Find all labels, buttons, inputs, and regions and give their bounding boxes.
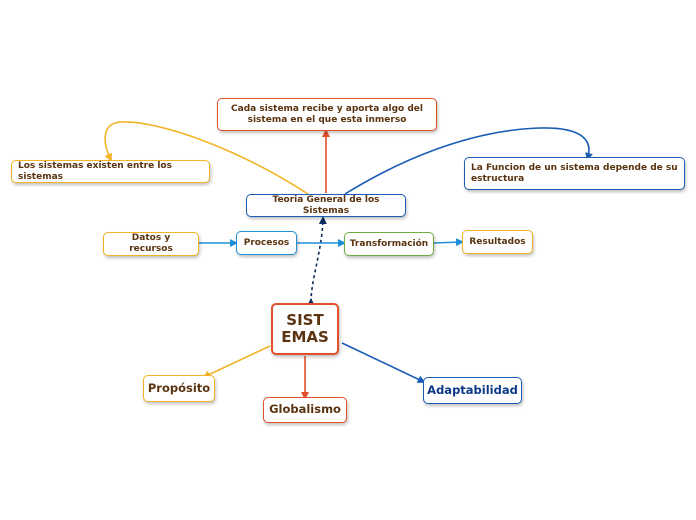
link-teoria-existen (104, 121, 309, 195)
node-proposito[interactable]: Propósito (143, 375, 215, 402)
node-adaptabilidad[interactable]: Adaptabilidad (423, 377, 522, 404)
node-la-funcion[interactable]: La Funcion de un sistema depende de su e… (464, 157, 685, 190)
node-globalismo[interactable]: Globalismo (263, 397, 347, 423)
link-central-proposito (202, 345, 271, 378)
link-central-adaptabilidad (341, 342, 426, 383)
link-transformacion-resultados (433, 238, 464, 247)
node-datos-recursos[interactable]: Datos y recursos (103, 232, 199, 256)
link-teoria-funcion (344, 127, 593, 195)
node-resultados[interactable]: Resultados (462, 230, 533, 254)
node-teoria-general[interactable]: Teoria General de los Sistemas (246, 194, 406, 217)
link-central-teoria (306, 216, 327, 307)
node-los-sistemas-existen[interactable]: Los sistemas existen entre los sistemas (11, 160, 210, 183)
node-transformacion[interactable]: Transformación (344, 232, 434, 256)
node-cada-sistema[interactable]: Cada sistema recibe y aporta algo del si… (217, 98, 437, 131)
node-sistemas-central[interactable]: SIST EMAS (271, 303, 339, 355)
node-procesos[interactable]: Procesos (236, 231, 297, 255)
